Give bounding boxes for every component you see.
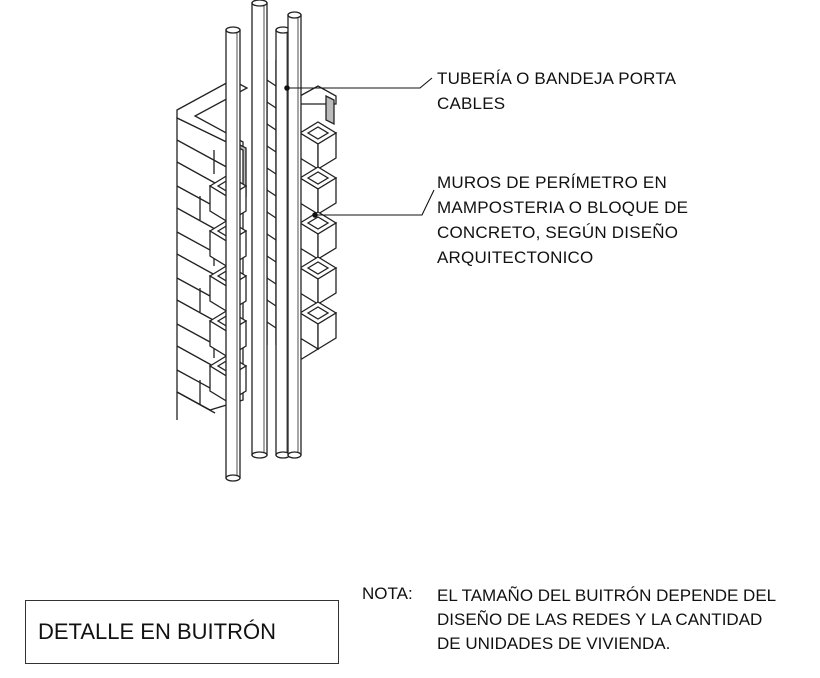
pipe (225, 29, 241, 479)
leader-pipe (287, 77, 433, 89)
leader-lines (284, 77, 435, 218)
pipe-end (225, 474, 241, 482)
pipes (225, 0, 302, 482)
wall-label-line: ARQUITECTONICO (437, 248, 594, 267)
back-wall-tick (266, 189, 277, 197)
pipe-label: TUBERÍA O BANDEJA PORTA CABLES (437, 66, 676, 116)
brick-course-line (176, 207, 216, 230)
wall-label-line: MAMPOSTERIA O BLOQUE DE (437, 198, 689, 217)
hollow-block-side (317, 311, 337, 351)
note-line: DE UNIDADES DE VIVIENDA. (437, 634, 671, 653)
wall-label-line: MUROS DE PERÍMETRO EN (437, 173, 667, 192)
back-wall-tick (266, 277, 277, 285)
leader-wall-dot (312, 212, 318, 218)
hollow-block-core (306, 171, 330, 185)
pipe-label-line: CABLES (437, 94, 506, 113)
note-text: EL TAMAÑO DEL BUITRÓN DEPENDE DEL DISEÑO… (437, 584, 776, 656)
back-wall-tick (266, 101, 277, 109)
drawing-title: DETALLE EN BUITRÓN (38, 619, 276, 644)
note-line: EL TAMAÑO DEL BUITRÓN DEPENDE DEL (437, 586, 777, 605)
hollow-block-side (317, 176, 337, 216)
wall-end-hatch (325, 94, 335, 126)
pipe-label-line: TUBERÍA O BANDEJA PORTA (437, 69, 677, 88)
pipe-end (287, 11, 302, 19)
note-line: DISEÑO DE LAS REDES Y LA CANTIDAD (437, 610, 763, 629)
hollow-block-core (306, 126, 330, 140)
pipe (287, 14, 302, 456)
hollow-block-side (317, 131, 337, 171)
leader-pipe-dot (284, 85, 290, 91)
title-box: DETALLE EN BUITRÓN (25, 600, 339, 664)
back-wall-tick (266, 79, 277, 87)
back-wall-tick (266, 211, 277, 219)
brick-course-line (176, 139, 233, 171)
brick-course-line (176, 161, 216, 184)
back-wall-edge (266, 60, 277, 345)
back-wall-tick (266, 299, 277, 307)
back-wall-tick (266, 167, 277, 175)
back-wall-tick (266, 123, 277, 131)
hollow-block-core (306, 306, 330, 320)
brick-course-line (176, 391, 216, 414)
brick-course-line (176, 345, 216, 368)
right-block-column (298, 85, 338, 362)
back-wall-tick (266, 255, 277, 263)
leader-wall (315, 189, 435, 216)
back-wall-tick (266, 233, 277, 241)
hollow-block-core (306, 216, 330, 230)
hollow-block-side (317, 221, 337, 261)
note-label: NOTA: (362, 584, 413, 603)
pipe-end (251, 0, 268, 7)
wall-label-line: CONCRETO, SEGÚN DISEÑO (437, 223, 679, 242)
back-wall-tick (266, 321, 277, 329)
hollow-block-side (317, 266, 337, 306)
brick-course-line (176, 253, 216, 276)
pipe (251, 2, 268, 456)
pipe-end (287, 451, 302, 459)
back-wall-tick (266, 145, 277, 153)
brick-course-line (176, 299, 216, 322)
pipe-end (225, 26, 241, 34)
hollow-block-core (306, 261, 330, 275)
pipe-end (251, 451, 268, 459)
wall-label: MUROS DE PERÍMETRO EN MAMPOSTERIA O BLOQ… (437, 170, 688, 270)
